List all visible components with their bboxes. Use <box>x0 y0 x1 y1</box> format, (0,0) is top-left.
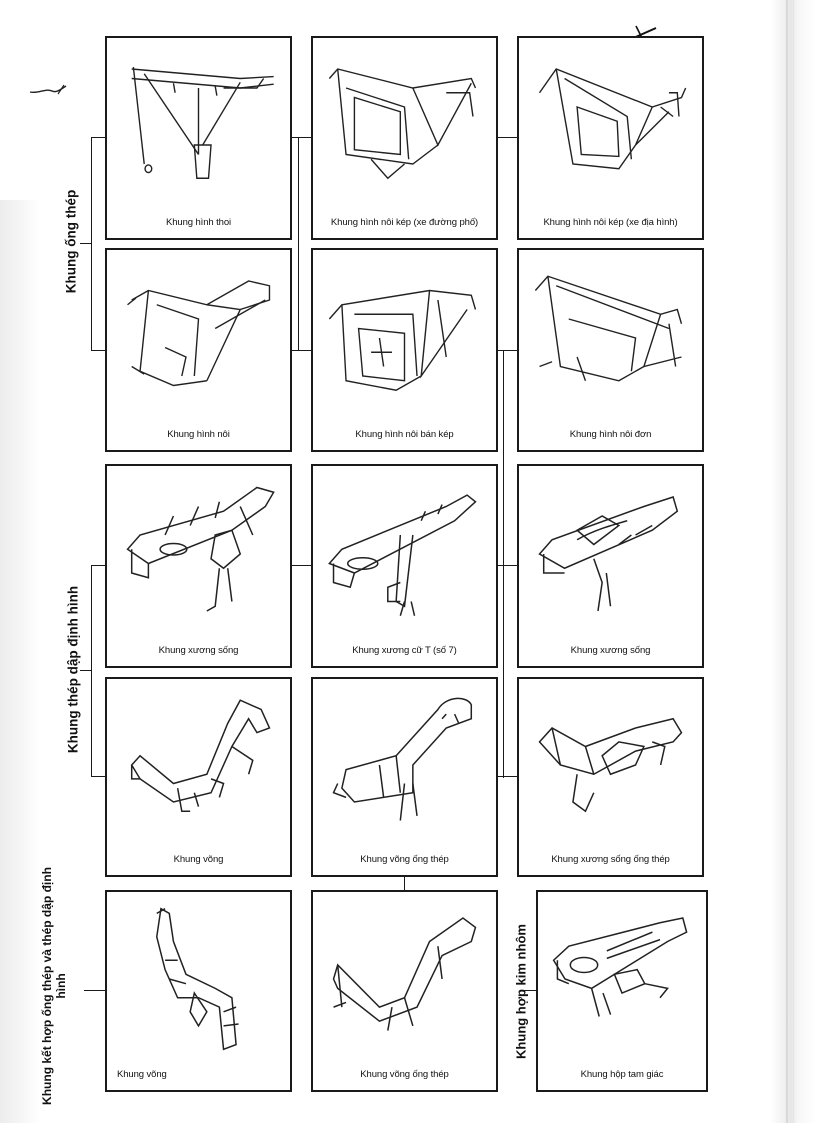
connector <box>91 776 105 777</box>
connector <box>91 565 105 566</box>
connector <box>91 137 105 138</box>
panel-caption: Khung võng ống thép <box>360 1069 449 1080</box>
connector <box>291 137 311 138</box>
page-edge-line-2 <box>793 0 794 1123</box>
connector <box>91 565 92 777</box>
connector <box>91 350 105 351</box>
frame-panel-cradle: Khung hình nôi <box>105 248 292 452</box>
underbone-combined-drawing <box>115 904 282 1054</box>
panel-caption: Khung xương sống <box>570 645 651 656</box>
frame-panel-semi-double-cradle: Khung hình nôi bán kép <box>311 248 498 452</box>
connector <box>404 877 405 891</box>
underbone-frame-drawing <box>115 691 282 839</box>
panel-caption: Khung xương cữ T (số 7) <box>352 645 457 656</box>
connector <box>84 990 106 991</box>
tube-underbone-drawing <box>321 691 488 839</box>
connector <box>497 350 517 351</box>
group-label-pressed-steel: Khung thép dập định hình <box>65 585 81 754</box>
frame-panel-tube-underbone-2: Khung võng ống thép <box>311 890 498 1092</box>
backbone-frame-2-drawing <box>527 478 694 630</box>
frame-panel-backbone-2: Khung xương sống <box>517 464 704 668</box>
connector <box>291 350 311 351</box>
semi-double-cradle-drawing <box>321 262 488 414</box>
connector <box>80 243 92 244</box>
panel-caption: Khung hình nôi kép (xe địa hình) <box>543 217 678 228</box>
panel-caption: Khung võng <box>117 1069 167 1080</box>
connector <box>497 776 517 777</box>
frame-panel-triangle-box: Khung hộp tam giác <box>536 890 708 1092</box>
frame-panel-underbone-combined: Khung võng <box>105 890 292 1092</box>
frame-panel-double-cradle-offroad: Khung hình nôi kép (xe địa hình) <box>517 36 704 240</box>
page-edge-line <box>786 0 788 1123</box>
connector <box>91 137 92 351</box>
connector <box>80 670 92 671</box>
frame-panel-underbone: Khung võng <box>105 677 292 877</box>
panel-caption: Khung hình nôi <box>167 429 230 440</box>
cradle-frame-drawing <box>115 262 282 414</box>
single-cradle-drawing <box>527 262 694 414</box>
frame-panel-single-cradle: Khung hình nôi đơn <box>517 248 704 452</box>
frame-panel-diamond: Khung hình thoi <box>105 36 292 240</box>
connector <box>298 137 299 351</box>
frame-panel-tube-underbone: Khung võng ống thép <box>311 677 498 877</box>
connector <box>291 565 311 566</box>
frame-panel-double-cradle-street: Khung hình nôi kép (xe đường phố) <box>311 36 498 240</box>
triangle-box-drawing <box>546 904 698 1054</box>
panel-caption: Khung xương sống <box>158 645 239 656</box>
panel-caption: Khung hộp tam giác <box>580 1069 664 1080</box>
t-backbone-frame-drawing <box>321 478 488 630</box>
double-cradle-offroad-drawing <box>527 50 694 202</box>
panel-caption: Khung hình nôi đơn <box>569 429 652 440</box>
group-label-steel-tube: Khung ống thép <box>63 189 79 294</box>
frame-panel-t-backbone: Khung xương cữ T (số 7) <box>311 464 498 668</box>
scan-shadow-left <box>0 200 40 1123</box>
double-cradle-street-drawing <box>321 50 488 202</box>
tube-backbone-drawing <box>527 691 694 839</box>
panel-caption: Khung hình nôi kép (xe đường phố) <box>330 217 479 228</box>
connector <box>520 990 536 991</box>
diamond-frame-drawing <box>115 50 282 202</box>
panel-caption: Khung hình nôi bán kép <box>355 429 454 440</box>
tube-underbone-2-drawing <box>321 904 488 1054</box>
pen-scribble-top-left <box>29 84 67 95</box>
panel-caption: Khung võng <box>173 854 224 865</box>
group-label-combined: Khung kết hợp ống thép và thép dập định … <box>40 867 68 1105</box>
group-label-aluminum-box: Khung hợp kim nhôm <box>513 924 529 1059</box>
backbone-frame-drawing <box>115 478 282 630</box>
connector <box>503 350 504 778</box>
frame-panel-backbone: Khung xương sống <box>105 464 292 668</box>
panel-caption: Khung hình thoi <box>165 217 232 228</box>
frame-panel-tube-backbone: Khung xương sống ống thép <box>517 677 704 877</box>
panel-caption: Khung xương sống ống thép <box>551 854 670 865</box>
connector <box>497 137 517 138</box>
panel-caption: Khung võng ống thép <box>360 854 449 865</box>
connector <box>497 565 517 566</box>
